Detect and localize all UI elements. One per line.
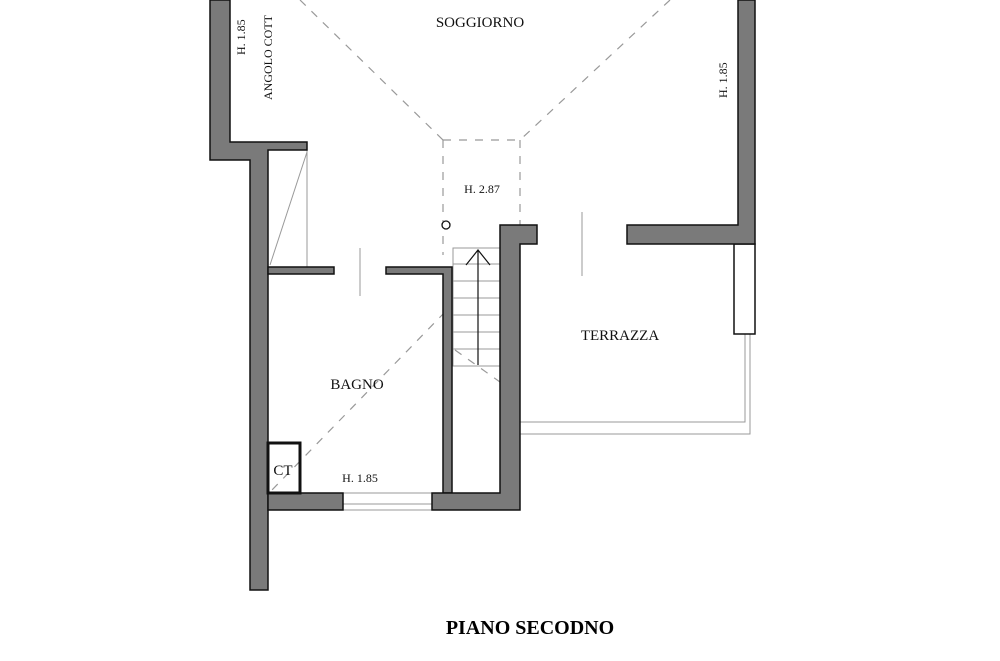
room-label-bagno: BAGNO (330, 377, 384, 393)
walls (209, 0, 756, 591)
column-marker-icon (441, 220, 451, 230)
staircase (452, 247, 501, 367)
plan-title: PIANO SECODNO (446, 617, 614, 639)
ceiling-slope-lines (271, 0, 671, 491)
height-label-bagno: H. 1.85 (342, 471, 378, 485)
room-label-angolo-cottura: ANGOLO COTT (261, 14, 275, 100)
room-label-terrazza: TERRAZZA (581, 328, 659, 344)
room-label-ct: CT (273, 463, 292, 479)
height-label-left: H. 1.85 (234, 19, 248, 55)
room-label-soggiorno: SOGGIORNO (436, 15, 525, 31)
height-label-center: H. 2.87 (464, 182, 500, 196)
bagno-window (343, 492, 432, 511)
height-label-right: H. 1.85 (716, 62, 730, 98)
kitchen-niche (267, 149, 308, 268)
stair-arrow-icon (465, 249, 491, 365)
